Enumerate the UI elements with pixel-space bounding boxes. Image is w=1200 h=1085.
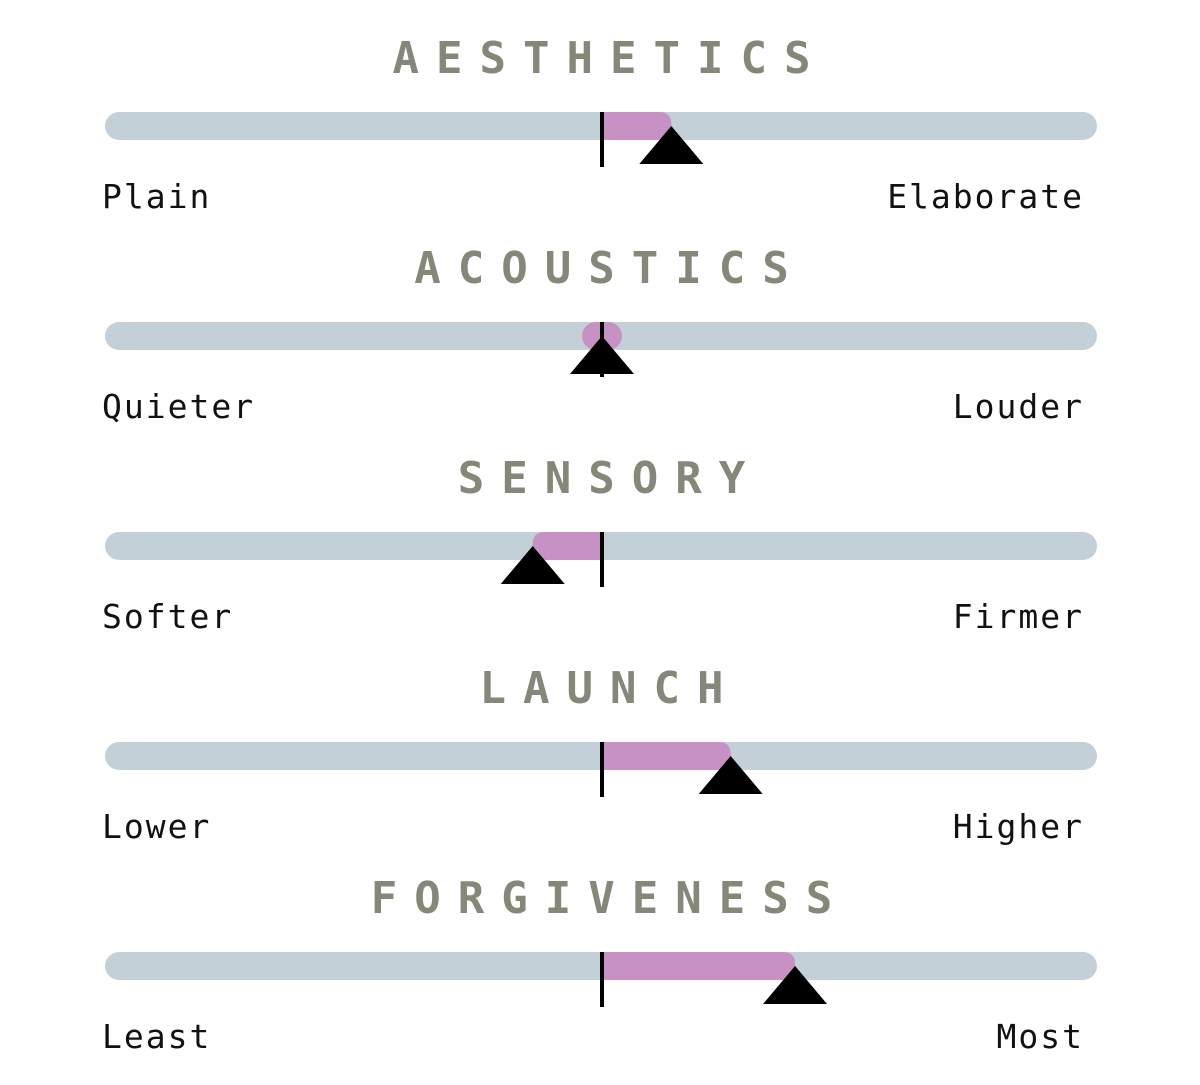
value-pointer — [698, 756, 763, 794]
left-end-label: Quieter — [102, 387, 255, 426]
value-fill — [602, 112, 672, 140]
right-end-label: Higher — [953, 807, 1084, 846]
right-end-label: Most — [997, 1017, 1084, 1056]
right-end-label: Elaborate — [887, 177, 1084, 216]
left-end-label: Least — [102, 1017, 211, 1056]
scale-row: LAUNCH Lower Higher — [102, 663, 1097, 846]
scale-row: ACOUSTICS Quieter Louder — [102, 243, 1097, 426]
value-fill — [532, 532, 602, 560]
right-end-label: Louder — [953, 387, 1084, 426]
scale-title: FORGIVENESS — [371, 873, 849, 924]
scale-row: SENSORY Softer Firmer — [102, 453, 1097, 636]
value-pointer — [570, 336, 634, 374]
value-pointer — [639, 126, 704, 164]
scale-title: ACOUSTICS — [414, 243, 805, 294]
scale-row: FORGIVENESS Least Most — [102, 873, 1097, 1056]
left-end-label: Softer — [102, 597, 233, 636]
value-pointer — [500, 546, 565, 584]
scale-title: AESTHETICS — [393, 33, 828, 84]
right-end-label: Firmer — [953, 597, 1084, 636]
value-fill — [602, 742, 731, 770]
value-pointer — [763, 966, 828, 1004]
value-fill — [602, 952, 796, 980]
left-end-label: Plain — [102, 177, 211, 216]
left-end-label: Lower — [102, 807, 211, 846]
scale-title: LAUNCH — [480, 663, 741, 714]
scale-row: AESTHETICS Plain Elaborate — [102, 33, 1097, 216]
scale-title: SENSORY — [458, 453, 762, 504]
